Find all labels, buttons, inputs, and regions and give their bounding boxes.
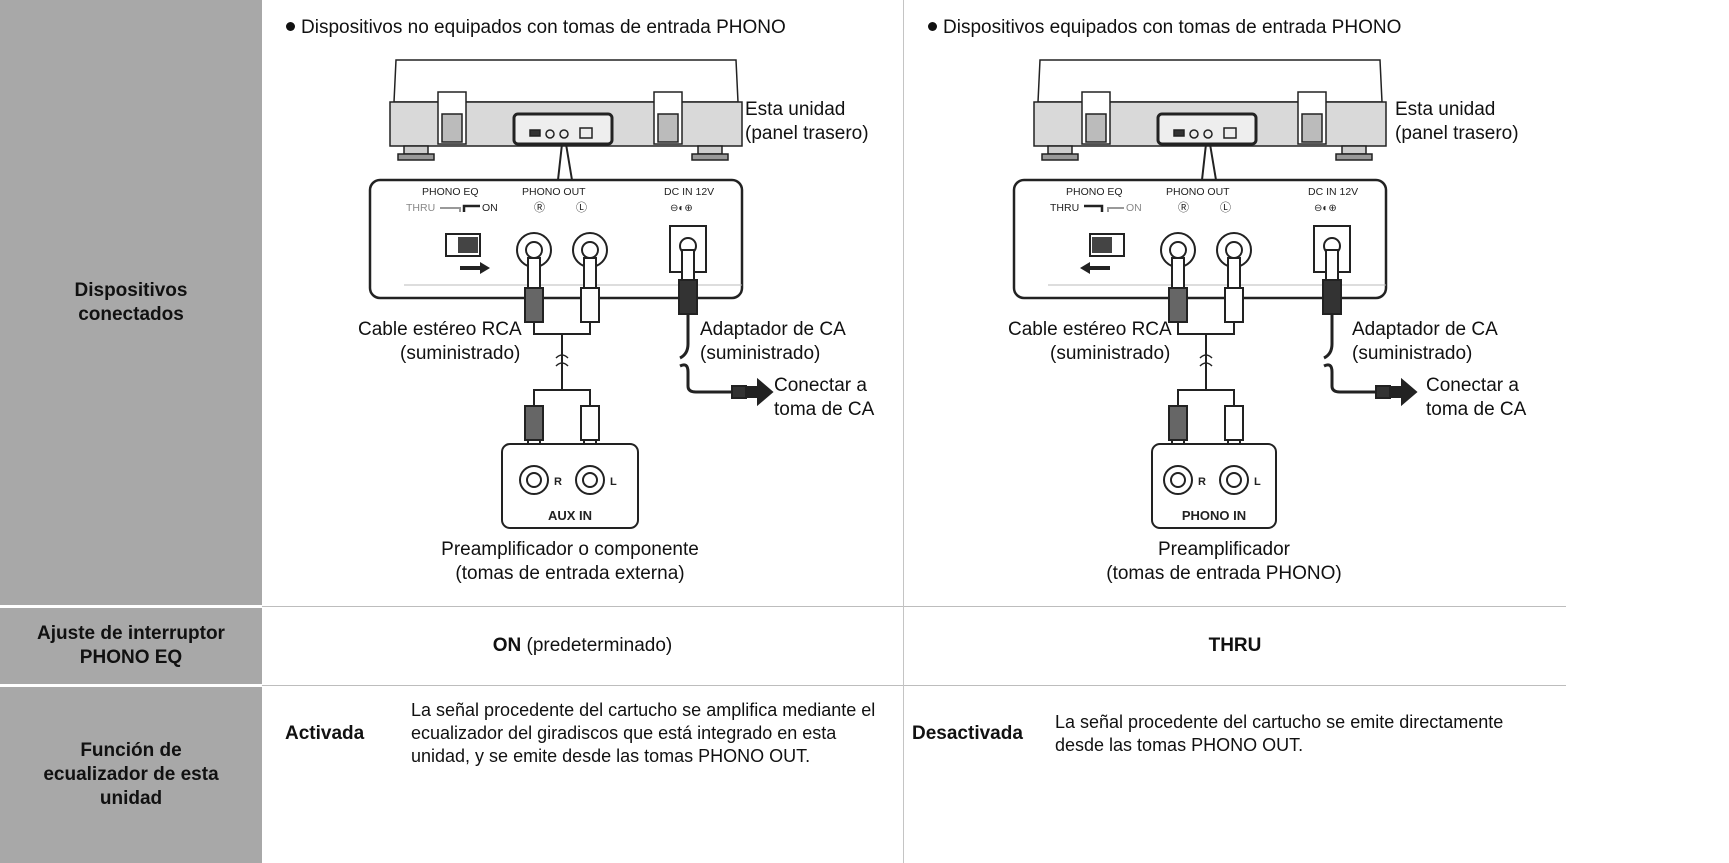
polarity-icon: ⊖◐⊕ (670, 203, 693, 214)
right-switch-value: THRU (1208, 635, 1262, 656)
left-function-state: Activada (285, 723, 365, 744)
panel-dc-label: DC IN 12V (664, 186, 714, 198)
switch-header: Ajuste de interruptor PHONO EQ (0, 608, 262, 684)
left-bullet: Dispositivos no equipados con tomas de e… (286, 16, 786, 40)
input-name: AUX IN (548, 508, 592, 523)
panel-r-mark: Ⓡ (534, 201, 545, 214)
phono-input-device: R L PHONO IN (1151, 443, 1277, 529)
right-bullet-text: Dispositivos equipados con tomas de entr… (943, 17, 1402, 38)
left-connect-sub: toma de CA (774, 399, 875, 420)
aux-input-device: R L AUX IN (501, 443, 639, 529)
left-cable-sub: (suministrado) (400, 343, 521, 364)
panel-thru-label: THRU (406, 202, 435, 214)
left-switch-setting: ON (predeterminado) (262, 634, 903, 658)
panel-r-mark: Ⓡ (1178, 201, 1189, 214)
right-adapter-sub: (suministrado) (1352, 343, 1473, 364)
left-cable-label: Cable estéreo RCA (358, 319, 522, 340)
left-switch-value: ON (492, 635, 522, 656)
right-function-desc: La señal procedente del cartucho se emit… (1055, 712, 1504, 755)
devices-header-text: Dispositivos conectados (74, 279, 188, 325)
panel-l-mark: Ⓛ (576, 201, 587, 214)
device-l-label: L (1254, 476, 1261, 488)
left-device-sub: (tomas de entrada externa) (455, 563, 685, 584)
left-unit-sub: (panel trasero) (745, 123, 869, 144)
panel-eq-label: PHONO EQ (1066, 186, 1123, 198)
left-connect-label: Conectar a (774, 375, 867, 396)
right-unit-sub: (panel trasero) (1395, 123, 1519, 144)
turntable-illustration (1033, 59, 1387, 181)
left-function-desc: La señal procedente del cartucho se ampl… (411, 700, 876, 766)
right-cable-label: Cable estéreo RCA (1008, 319, 1172, 340)
device-r-label: R (554, 476, 562, 488)
left-adapter-label: Adaptador de CA (700, 319, 846, 340)
left-unit-label: Esta unidad (745, 99, 846, 120)
ac-adapter-cable (1322, 249, 1418, 407)
right-adapter-label: Adaptador de CA (1352, 319, 1498, 340)
function-header-text: Función de ecualizador de esta unidad (43, 740, 219, 809)
right-connect-sub: toma de CA (1426, 399, 1527, 420)
panel-on-label: ON (482, 202, 498, 214)
right-unit-label: Esta unidad (1395, 99, 1496, 120)
panel-on-label: ON (1126, 202, 1142, 214)
right-connect-label: Conectar a (1426, 375, 1519, 396)
panel-out-label: PHONO OUT (1166, 186, 1230, 198)
left-connection-diagram: PHONO EQ THRU ON PHONO OUT Ⓡ Ⓛ DC IN 12V… (368, 59, 774, 529)
row-divider-1 (262, 606, 1566, 607)
left-adapter-sub: (suministrado) (700, 343, 821, 364)
panel-out-label: PHONO OUT (522, 186, 586, 198)
left-switch-note: (predeterminado) (521, 635, 673, 656)
device-r-label: R (1198, 476, 1206, 488)
left-device-label: Preamplificador o componente (441, 539, 699, 560)
right-device-sub: (tomas de entrada PHONO) (1106, 563, 1342, 584)
bullet-dot (928, 22, 937, 31)
panel-dc-label: DC IN 12V (1308, 186, 1358, 198)
left-bullet-text: Dispositivos no equipados con tomas de e… (301, 17, 786, 38)
ac-adapter-cable (678, 249, 774, 407)
bullet-dot (286, 22, 295, 31)
switch-header-text: Ajuste de interruptor PHONO EQ (37, 623, 225, 668)
function-header: Función de ecualizador de esta unidad (0, 687, 262, 863)
panel-eq-label: PHONO EQ (422, 186, 479, 198)
input-name: PHONO IN (1182, 508, 1246, 523)
right-device-label: Preamplificador (1158, 539, 1290, 560)
device-l-label: L (610, 476, 617, 488)
devices-header: Dispositivos conectados (0, 0, 262, 605)
row-divider-2 (262, 685, 1566, 686)
polarity-icon: ⊖◐⊕ (1314, 203, 1337, 214)
right-function-state: Desactivada (912, 723, 1023, 744)
right-connection-diagram: PHONO EQ THRU ON PHONO OUT Ⓡ Ⓛ DC IN 12V… (1012, 59, 1418, 529)
right-cable-sub: (suministrado) (1050, 343, 1171, 364)
turntable-illustration (389, 59, 743, 181)
right-bullet: Dispositivos equipados con tomas de entr… (928, 16, 1401, 40)
panel-thru-label: THRU (1050, 202, 1079, 214)
panel-l-mark: Ⓛ (1220, 201, 1231, 214)
column-divider (903, 0, 904, 863)
